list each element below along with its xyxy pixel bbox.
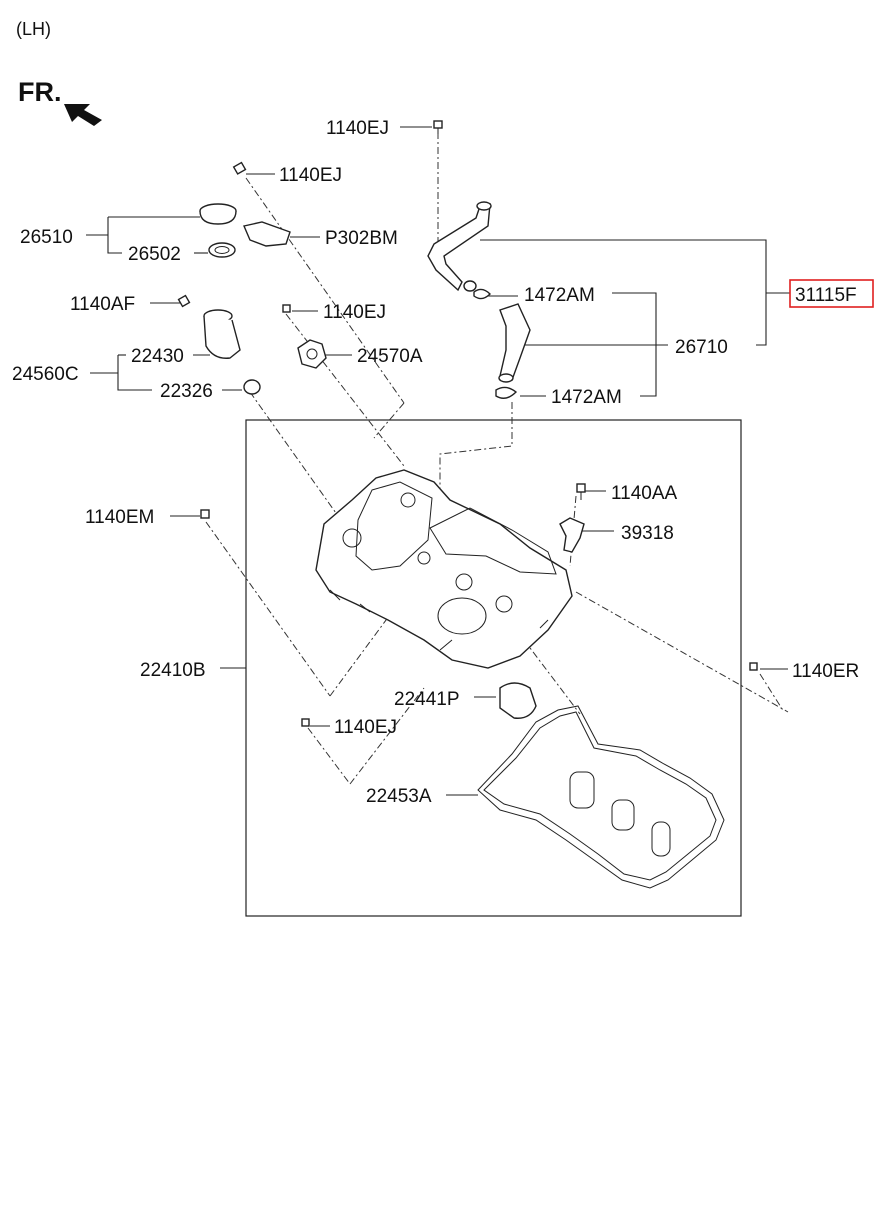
gasket-icon — [477, 705, 725, 889]
flange-icon — [297, 339, 327, 369]
sensor-icon — [559, 517, 585, 553]
front-arrow-icon — [64, 104, 102, 126]
valve-cover-icon — [315, 469, 573, 669]
part-label-1140ej-top[interactable]: 1140EJ — [326, 118, 389, 139]
leader-lines — [86, 126, 790, 796]
part-label-31115f[interactable]: 31115F — [795, 285, 857, 306]
oil-cap-icon — [199, 203, 237, 258]
highlight-box-31115f — [789, 279, 874, 308]
part-label-1140ej-left[interactable]: 1140EJ — [279, 165, 342, 186]
part-label-1140er[interactable]: 1140ER — [792, 661, 859, 682]
part-label-1472am-top[interactable]: 1472AM — [524, 285, 595, 306]
part-label-1140aa[interactable]: 1140AA — [611, 483, 678, 504]
part-label-24560c[interactable]: 24560C — [12, 364, 79, 385]
part-label-26710[interactable]: 26710 — [675, 337, 728, 358]
part-label-1140af[interactable]: 1140AF — [70, 294, 135, 315]
part-label-1472am-bot[interactable]: 1472AM — [551, 387, 622, 408]
clamp-icon — [473, 288, 518, 399]
part-label-1140em[interactable]: 1140EM — [85, 507, 154, 528]
part-label-26510[interactable]: 26510 — [20, 227, 73, 248]
bracket-icon — [243, 221, 291, 247]
part-label-1140ej-mid[interactable]: 1140EJ — [323, 302, 386, 323]
part-label-39318[interactable]: 39318 — [621, 523, 674, 544]
part-label-22430[interactable]: 22430 — [131, 346, 184, 367]
part-label-1140ej-low[interactable]: 1140EJ — [334, 717, 397, 738]
bolt-icon — [177, 120, 758, 727]
filler-pipe-icon — [203, 309, 261, 395]
part-label-p302bm[interactable]: P302BM — [325, 228, 398, 249]
part-label-26502[interactable]: 26502 — [128, 244, 181, 265]
side-label: (LH) — [16, 19, 51, 39]
part-label-22326[interactable]: 22326 — [160, 381, 213, 402]
part-label-22441p[interactable]: 22441P — [394, 689, 460, 710]
part-label-22453a[interactable]: 22453A — [366, 786, 432, 807]
assembly-dashes — [205, 132, 789, 785]
hose-icon — [427, 201, 531, 383]
part-label-24570a[interactable]: 24570A — [357, 346, 423, 367]
gasket-icon — [499, 682, 537, 719]
part-label-22410b[interactable]: 22410B — [140, 660, 206, 681]
front-label: FR. — [18, 77, 62, 107]
